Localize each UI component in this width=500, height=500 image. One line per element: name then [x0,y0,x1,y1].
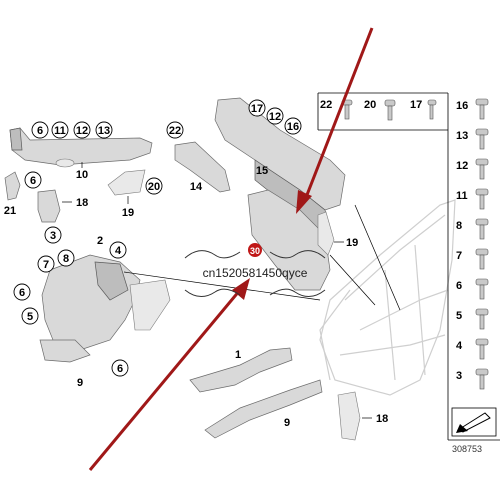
fastener-label-17: 17 [410,99,422,111]
label-10: 10 [76,169,88,181]
watermark-badge [248,243,262,257]
fastener-panel: 22 20 17 16 13 12 11 8 7 6 5 4 3 308753 [317,92,500,454]
callout-16-top: 16 [287,121,299,133]
fastener-shank-13 [479,134,485,150]
fastener-label-13: 13 [456,130,468,142]
part-21-group: 21 6 18 [4,171,88,223]
label-14: 14 [190,181,203,193]
fastener-label-5: 5 [456,310,462,322]
red-arrow-bottom [88,289,242,471]
label-2: 2 [97,235,103,247]
fastener-label-8: 8 [456,220,462,232]
diagram-number: 308753 [452,444,482,454]
label-15: 15 [256,165,268,177]
fastener-label-11: 11 [456,190,468,202]
fastener-shank-5 [479,314,485,330]
red-arrowhead-bottom [232,278,250,300]
fastener-shank-16 [479,104,485,120]
fastener-head-6 [475,278,489,286]
callout-12-mid: 12 [269,111,281,123]
body-frame-outline [319,199,456,396]
watermark-badge-text: 30 [250,246,260,256]
fastener-label-12: 12 [456,160,468,172]
callout-7: 7 [43,259,49,271]
fastener-shank-7 [479,254,485,270]
callout-20: 20 [148,181,160,193]
callout-13-top: 13 [98,125,110,137]
callout-11-top: 11 [54,125,66,137]
callout-3-left: 3 [50,230,56,242]
part-10-shape [9,127,153,166]
part-10-group: 6 11 12 13 10 [9,121,153,181]
fastener-head-3 [475,368,489,376]
label-21: 21 [4,205,16,217]
watermark-text: cn1520581450qyce [203,266,308,280]
fastener-shank-3 [479,374,485,390]
label-1: 1 [235,349,241,361]
red-arrows [88,27,374,471]
fastener-label-4: 4 [456,340,463,352]
fastener-head-7 [475,248,489,256]
label-19-left: 19 [122,207,134,219]
callout-17-top: 17 [251,103,263,115]
label-19-right: 19 [346,237,358,249]
part-19-group: 19 20 [107,169,163,219]
fastener-shank-11 [479,194,485,210]
fastener-head-11 [475,188,489,196]
part-center-bracket: 19 [247,189,401,311]
callout-6-bottom: 6 [117,363,123,375]
callout-6-top: 6 [37,125,43,137]
callout-12-top: 12 [76,125,88,137]
label-18-top: 18 [76,197,88,209]
fastener-shank-4 [479,344,485,360]
callout-4-left: 4 [115,245,122,257]
label-18-bottom: 18 [376,413,388,425]
label-9-bottom: 9 [284,417,290,429]
fastener-shank-12 [479,164,485,180]
part-1-group: 1 9 18 [189,347,388,441]
part-2-assembly: 3 2 4 7 8 6 5 6 9 [13,226,321,389]
label-9-left: 9 [77,377,83,389]
fastener-head-8 [475,218,489,226]
callout-6-mid: 6 [19,287,25,299]
fastener-label-3: 3 [456,370,462,382]
fastener-label-6: 6 [456,280,462,292]
fastener-label-16: 16 [456,100,468,112]
fastener-head-13 [475,128,489,136]
fastener-shank-6 [479,284,485,300]
red-arrow-top [303,27,374,201]
fastener-shank-8 [479,224,485,240]
callout-8: 8 [63,253,69,265]
fastener-head-12 [475,158,489,166]
fastener-head-16 [475,98,489,106]
fastener-label-20: 20 [364,99,376,111]
callout-5-left: 5 [27,311,33,323]
watermark: 30 cn1520581450qyce [184,243,326,297]
fastener-label-7: 7 [456,250,462,262]
part-14-group: 22 14 [166,121,231,193]
callout-22: 22 [169,125,181,137]
red-arrowhead-top [296,190,312,214]
fastener-head-5 [475,308,489,316]
fastener-label-22: 22 [320,99,332,111]
callout-6-left: 6 [30,175,36,187]
fastener-head-4 [475,338,489,346]
